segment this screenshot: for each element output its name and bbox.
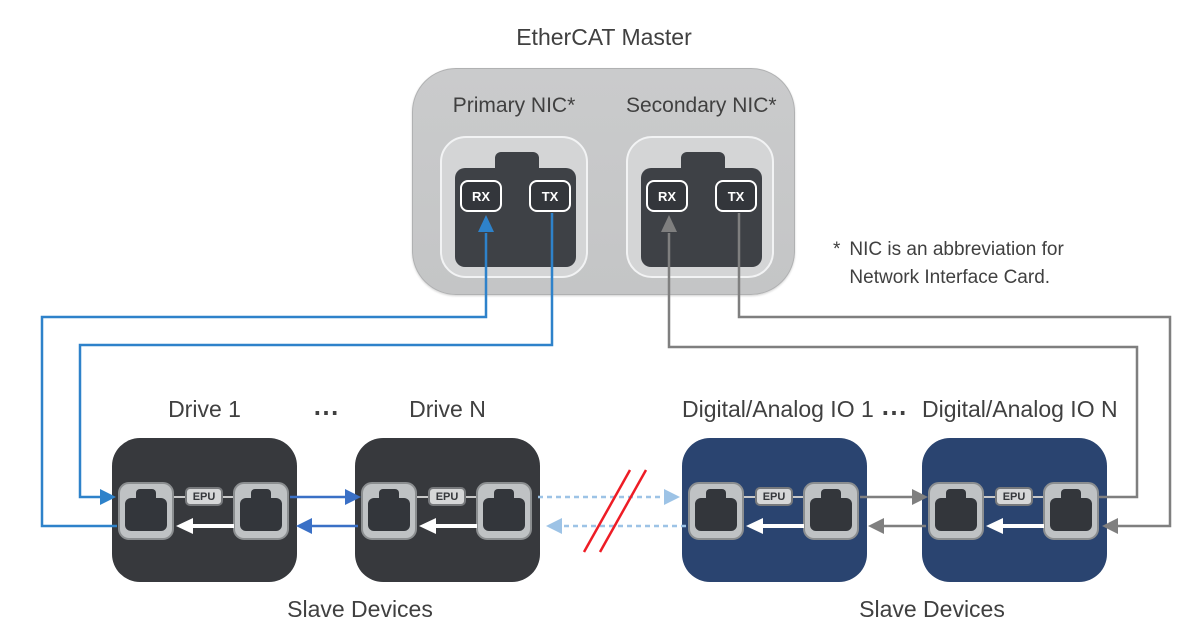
ethernet-port-out xyxy=(803,482,859,540)
ethernet-port-in xyxy=(118,482,174,540)
epu-label: EPU xyxy=(435,490,459,503)
primary-nic: RX TX xyxy=(440,136,588,278)
rj45-connector-body: RX TX xyxy=(641,168,762,267)
device-label-io-1: Digital/Analog IO 1 xyxy=(682,396,874,422)
device-io-1: EPU xyxy=(682,438,867,582)
io-link-return-arrowhead xyxy=(868,518,884,534)
device-drive-1: EPU xyxy=(112,438,297,582)
ethernet-port-in xyxy=(361,482,417,540)
primary-nic-label: Primary NIC* xyxy=(452,94,576,117)
footnote-marker: * xyxy=(833,239,841,260)
device-label-drive-1: Drive 1 xyxy=(168,396,241,422)
device-label-drive-n: Drive N xyxy=(409,396,486,422)
secondary-nic: RX TX xyxy=(626,136,774,278)
epu-label: EPU xyxy=(192,490,216,503)
internal-return-arrowhead xyxy=(746,518,763,534)
ethernet-port-in xyxy=(928,482,984,540)
epu-label: EPU xyxy=(1002,490,1026,503)
ethernet-port-out xyxy=(233,482,289,540)
internal-return-arrow xyxy=(1002,524,1044,528)
master-title: EtherCAT Master xyxy=(516,24,692,50)
ethernet-port-in xyxy=(688,482,744,540)
internal-return-arrow xyxy=(435,524,477,528)
internal-return-arrowhead xyxy=(176,518,193,534)
rj45-connector-body: RX TX xyxy=(455,168,576,267)
internal-return-arrow xyxy=(192,524,234,528)
rj45-connector-body xyxy=(125,498,167,531)
rj45-connector-body xyxy=(935,498,977,531)
rj45-connector-tab xyxy=(495,152,539,168)
broken-link-return-arrowhead xyxy=(546,518,562,534)
internal-return-arrowhead xyxy=(419,518,436,534)
broken-link-forward-arrowhead xyxy=(664,489,680,505)
secondary-tx-port: TX xyxy=(715,180,757,212)
nic-footnote: * NIC is an abbreviation for Network Int… xyxy=(833,236,1064,292)
rj45-connector-tab xyxy=(681,152,725,168)
cable-break-icon xyxy=(582,469,632,553)
secondary-rx-port: RX xyxy=(646,180,688,212)
epu-chip: EPU xyxy=(428,487,466,506)
drive-link-return-arrowhead xyxy=(296,518,312,534)
secondary-nic-label: Secondary NIC* xyxy=(626,94,777,117)
rj45-connector-body xyxy=(810,498,852,531)
internal-return-arrow xyxy=(762,524,804,528)
device-io-n: EPU xyxy=(922,438,1107,582)
slave-devices-caption-left: Slave Devices xyxy=(287,596,433,622)
rj45-connector-body xyxy=(1050,498,1092,531)
footnote-text: NIC is an abbreviation for Network Inter… xyxy=(849,239,1064,288)
ellipsis-drives: ⋯ xyxy=(313,397,339,427)
primary-rx-port: RX xyxy=(460,180,502,212)
rj45-connector-body xyxy=(695,498,737,531)
epu-chip: EPU xyxy=(995,487,1033,506)
ethernet-port-out xyxy=(476,482,532,540)
epu-chip: EPU xyxy=(755,487,793,506)
ellipsis-io: ⋯ xyxy=(881,397,907,427)
cable-break-icon xyxy=(598,469,648,553)
rj45-connector-body xyxy=(240,498,282,531)
internal-return-arrowhead xyxy=(986,518,1003,534)
rj45-connector-body xyxy=(368,498,410,531)
slave-devices-caption-right: Slave Devices xyxy=(859,596,1005,622)
device-label-io-n: Digital/Analog IO N xyxy=(922,396,1118,422)
ethernet-port-out xyxy=(1043,482,1099,540)
primary-tx-port: TX xyxy=(529,180,571,212)
device-drive-n: EPU xyxy=(355,438,540,582)
rj45-connector-body xyxy=(483,498,525,531)
epu-chip: EPU xyxy=(185,487,223,506)
epu-label: EPU xyxy=(762,490,786,503)
